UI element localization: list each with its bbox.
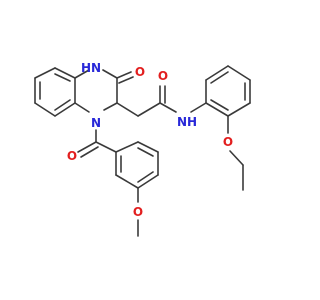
atom-ketone-oxygen: O (135, 65, 145, 79)
benzoyl-linkage (77, 129, 117, 158)
pyrazinone-ring (74, 69, 118, 113)
atom-amide-oxygen: O (158, 69, 168, 83)
ethoxyphenyl-ring (205, 65, 251, 117)
structure-canvas: N H O O N H N O O O (34, 61, 251, 237)
benzo-ring (34, 67, 76, 117)
atom-amide-nitrogen: N (177, 115, 187, 129)
acetamide-chain (116, 85, 207, 117)
atom-n4: N (91, 61, 101, 75)
atom-ethoxy-oxygen: O (223, 135, 233, 149)
atom-benzoyl-oxygen: O (67, 149, 77, 163)
ethoxy-group (227, 115, 244, 191)
ketone-bond (116, 71, 134, 84)
atom-methoxy-oxygen: O (133, 205, 143, 219)
atom-amide-hydrogen: H (187, 115, 197, 129)
methoxyphenyl-ring (115, 141, 159, 189)
atom-n1: N (91, 116, 101, 130)
atom-h4: H (81, 61, 91, 75)
molecule-diagram: N H O O N H N O O O (34, 61, 251, 237)
